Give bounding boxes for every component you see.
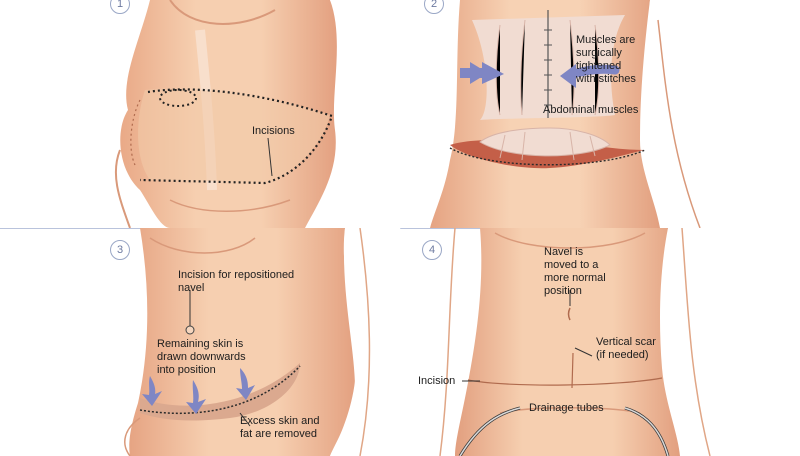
remaining-skin-label: Remaining skin is drawn downwards into p…	[157, 338, 246, 376]
step-number: 2	[424, 0, 444, 14]
incision-label: Incision	[418, 375, 456, 387]
vertical-scar-label: Vertical scar (if needed)	[596, 336, 656, 361]
step-number: 1	[110, 0, 130, 14]
panel-2-illustration	[400, 0, 800, 228]
panel-1-illustration	[114, 0, 400, 228]
panel-4-illustration	[400, 228, 800, 456]
panel-3: 3 Incision for repositioned navel Remain…	[0, 228, 400, 456]
step-number: 3	[110, 240, 130, 260]
panel-2: 2 Muscles are surgically tightened with …	[400, 0, 800, 228]
panel-1: 1 Incisions	[0, 0, 400, 228]
muscles-tightened-label: Muscles are surgically tightened with st…	[576, 34, 636, 85]
panel-4: 4 Navel is moved to a more normal positi…	[400, 228, 800, 456]
navel-moved-label: Navel is moved to a more normal position	[544, 246, 606, 297]
navel-incision-label: Incision for repositioned navel	[178, 269, 295, 294]
abdominal-muscles-label: Abdominal muscles	[543, 104, 639, 116]
panel-3-illustration	[124, 228, 400, 456]
step-number: 4	[422, 240, 442, 260]
drainage-tubes-label: Drainage tubes	[529, 402, 604, 414]
incisions-label: Incisions	[252, 125, 295, 137]
excess-skin-label: Excess skin and fat are removed	[240, 415, 320, 440]
